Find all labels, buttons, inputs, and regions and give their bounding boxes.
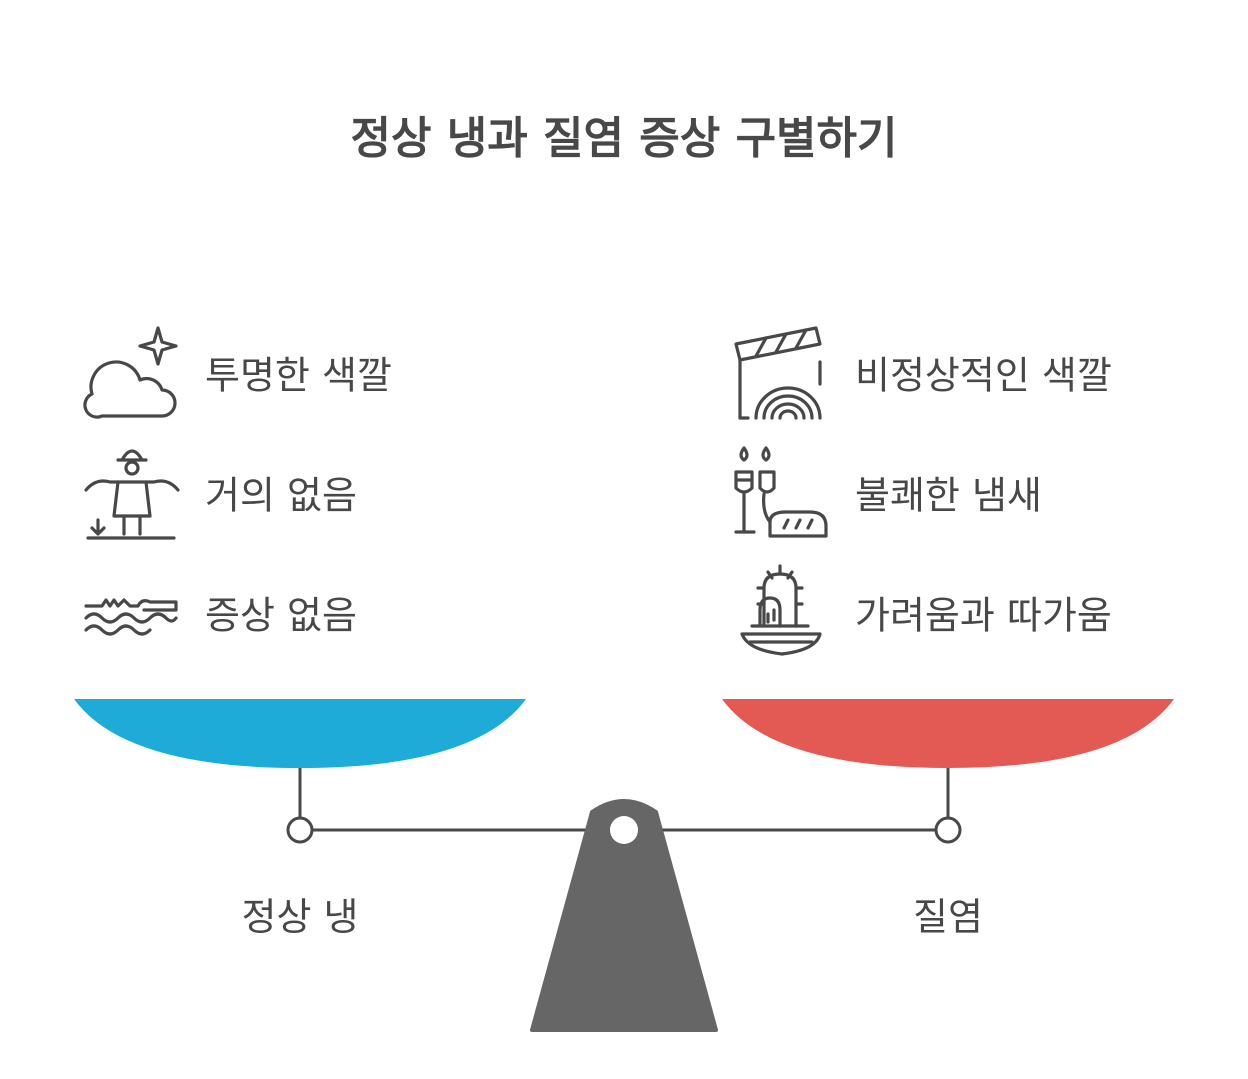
crocodile-in-water-icon: [80, 562, 180, 662]
fulcrum: [530, 799, 718, 1032]
right-item-2: 불쾌한 냄새: [730, 442, 1210, 542]
right-item-3: 가려움과 따가움: [730, 562, 1210, 662]
left-item-1: 투명한 색깔: [80, 322, 500, 422]
left-item-3: 증상 없음: [80, 562, 500, 662]
cactus-pot-icon: [730, 562, 830, 662]
left-item-3-label: 증상 없음: [205, 593, 357, 638]
right-pivot: [934, 816, 962, 844]
right-item-2-label: 불쾌한 냄새: [855, 473, 1042, 518]
left-item-1-label: 투명한 색깔: [205, 353, 392, 398]
right-pan: [722, 699, 1174, 768]
right-item-1-label: 비정상적인 색깔: [855, 353, 1112, 398]
scarecrow-icon: [80, 442, 180, 542]
right-item-3-label: 가려움과 따가움: [855, 593, 1112, 638]
left-pivot: [286, 816, 314, 844]
wine-bread-icon: [730, 442, 830, 542]
page-title: 정상 냉과 질염 증상 구별하기: [350, 113, 898, 164]
fulcrum-hole: [610, 816, 638, 844]
left-item-2-label: 거의 없음: [205, 473, 357, 518]
clapperboard-rainbow-icon: [730, 322, 830, 422]
left-side-label: 정상 냉: [241, 895, 359, 939]
right-side-label: 질염: [913, 895, 983, 939]
left-pan: [74, 699, 526, 768]
cloud-sparkle-icon: [80, 322, 180, 422]
right-item-1: 비정상적인 색깔: [730, 322, 1210, 422]
left-item-2: 거의 없음: [80, 442, 500, 542]
